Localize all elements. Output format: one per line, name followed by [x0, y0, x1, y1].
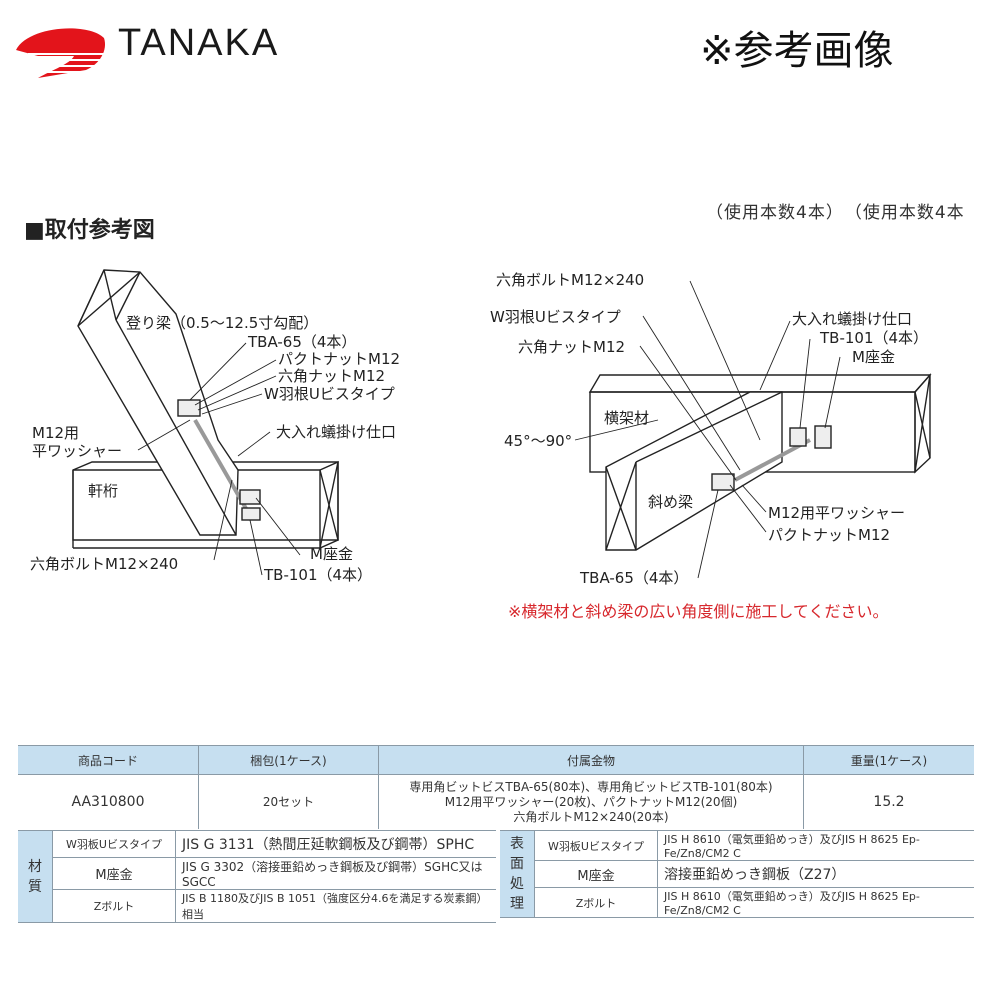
installation-diagram	[72, 269, 932, 579]
item-value: JIS H 8610（電気亜鉛めっき）及びJIS H 8625 Ep-Fe/Zn…	[657, 887, 974, 918]
item-value: 溶接亜鉛めっき鋼板（Z27）	[657, 860, 974, 888]
table-row: M座金 溶接亜鉛めっき鋼板（Z27）	[500, 860, 974, 888]
table-row: AA310800 20セット 専用角ビットビスTBA-65(80本)、専用角ビッ…	[18, 774, 974, 829]
tanaka-logo-icon	[8, 20, 108, 84]
surface-table: 表面処理 W羽板Uビスタイプ JIS H 8610（電気亜鉛めっき）及びJIS …	[500, 830, 974, 918]
table-row: M座金 JIS G 3302（溶接亜鉛めっき鋼板及び鋼帯）SGHC又はSGCC	[18, 857, 496, 890]
label-hex-nut: 六角ナットM12	[278, 367, 386, 385]
item-label: W羽板Uビスタイプ	[534, 830, 658, 861]
label-hex-bolt-right: 六角ボルトM12×240	[496, 271, 645, 289]
label-washer-line2: 平ワッシャー	[32, 442, 123, 460]
table-row: Zボルト JIS H 8610（電気亜鉛めっき）及びJIS H 8625 Ep-…	[500, 887, 974, 918]
item-label: Zボルト	[534, 887, 658, 918]
label-rafter: 登り梁（0.5〜12.5寸勾配）	[126, 314, 319, 332]
item-label: Zボルト	[52, 889, 176, 923]
label-washer-right: M12用平ワッシャー	[768, 504, 906, 522]
col-header-pack: 梱包(1ケース)	[198, 745, 379, 775]
spec-table: 商品コード 梱包(1ケース) 付属金物 重量(1ケース) AA310800 20…	[18, 745, 974, 829]
label-pakuto-nut-right: パクトナットM12	[768, 526, 891, 544]
item-value: JIS G 3131（熱間圧延軟鋼板及び鋼帯）SPHC	[175, 830, 496, 858]
label-hex-nut-right: 六角ナットM12	[518, 338, 626, 356]
cell-parts: 専用角ビットビスTBA-65(80本)、専用角ビットビスTB-101(80本) …	[378, 774, 804, 829]
item-label: M座金	[534, 860, 658, 888]
label-w-screw-right: W羽根Uビスタイプ	[490, 308, 621, 326]
label-m-washer: M座金	[310, 545, 353, 563]
item-value: JIS B 1180及びJIS B 1051（強度区分4.6を満足する炭素鋼）相…	[175, 889, 496, 923]
parts-line: M12用平ワッシャー(20枚)、パクトナットM12(20個)	[444, 794, 738, 809]
category-label: 材質	[28, 858, 42, 895]
item-label: W羽板Uビスタイプ	[52, 830, 176, 858]
item-value: JIS H 8610（電気亜鉛めっき）及びJIS H 8625 Ep-Fe/Zn…	[657, 830, 974, 861]
label-tba65-right: TBA-65（4本）	[580, 569, 689, 587]
material-table: 材質 W羽板Uビスタイプ JIS G 3131（熱間圧延軟鋼板及び鋼帯）SPHC…	[18, 830, 496, 923]
label-tb101: TB-101（4本）	[264, 566, 373, 584]
label-joint-right: 大入れ蟻掛け仕口	[792, 310, 913, 328]
cell-weight: 15.2	[873, 793, 905, 810]
label-joint: 大入れ蟻掛け仕口	[276, 423, 397, 441]
label-diagonal-beam: 斜め梁	[648, 493, 694, 511]
col-header-code: 商品コード	[18, 745, 199, 775]
item-value: JIS G 3302（溶接亜鉛めっき鋼板及び鋼帯）SGHC又はSGCC	[175, 857, 496, 890]
label-angle: 45°〜90°	[504, 432, 573, 450]
item-label: M座金	[52, 857, 176, 890]
reference-image-note: ※参考画像	[700, 28, 894, 74]
parts-line: 六角ボルトM12×240(20本)	[513, 809, 669, 824]
table-row: 表面処理 W羽板Uビスタイプ JIS H 8610（電気亜鉛めっき）及びJIS …	[500, 830, 974, 918]
label-eave-beam: 軒桁	[88, 482, 119, 500]
label-m-washer-right: M座金	[852, 348, 895, 366]
section-title: ■取付参考図	[24, 218, 155, 243]
col-header-weight: 重量(1ケース)	[803, 745, 974, 775]
label-tba65: TBA-65（4本）	[248, 333, 357, 351]
label-hex-bolt: 六角ボルトM12×240	[30, 555, 179, 573]
clipped-usage-text: （使用本数4本） （使用本数4本	[706, 203, 965, 223]
installation-warning: ※横架材と斜め梁の広い角度側に施工してください。	[508, 602, 889, 621]
table-row: Zボルト JIS B 1180及びJIS B 1051（強度区分4.6を満足する…	[18, 889, 496, 923]
label-tb101-right: TB-101（4本）	[820, 329, 929, 347]
table-row: 材質 W羽板Uビスタイプ JIS G 3131（熱間圧延軟鋼板及び鋼帯）SPHC	[18, 830, 496, 923]
label-w-screw: W羽根Uビスタイプ	[264, 385, 395, 403]
brand-name: TANAKA	[118, 22, 280, 64]
col-header-parts: 付属金物	[378, 745, 804, 775]
label-pakuto-nut: パクトナットM12	[278, 350, 401, 368]
cell-pack: 20セット	[198, 774, 379, 829]
category-label: 表面処理	[510, 836, 524, 912]
cell-code: AA310800	[18, 774, 199, 829]
surface-category: 表面処理	[500, 830, 535, 918]
label-washer-line1: M12用	[32, 424, 80, 442]
label-cross-beam: 横架材	[604, 409, 650, 427]
parts-line: 専用角ビットビスTBA-65(80本)、専用角ビットビスTB-101(80本)	[409, 779, 773, 794]
material-category: 材質	[18, 830, 53, 923]
